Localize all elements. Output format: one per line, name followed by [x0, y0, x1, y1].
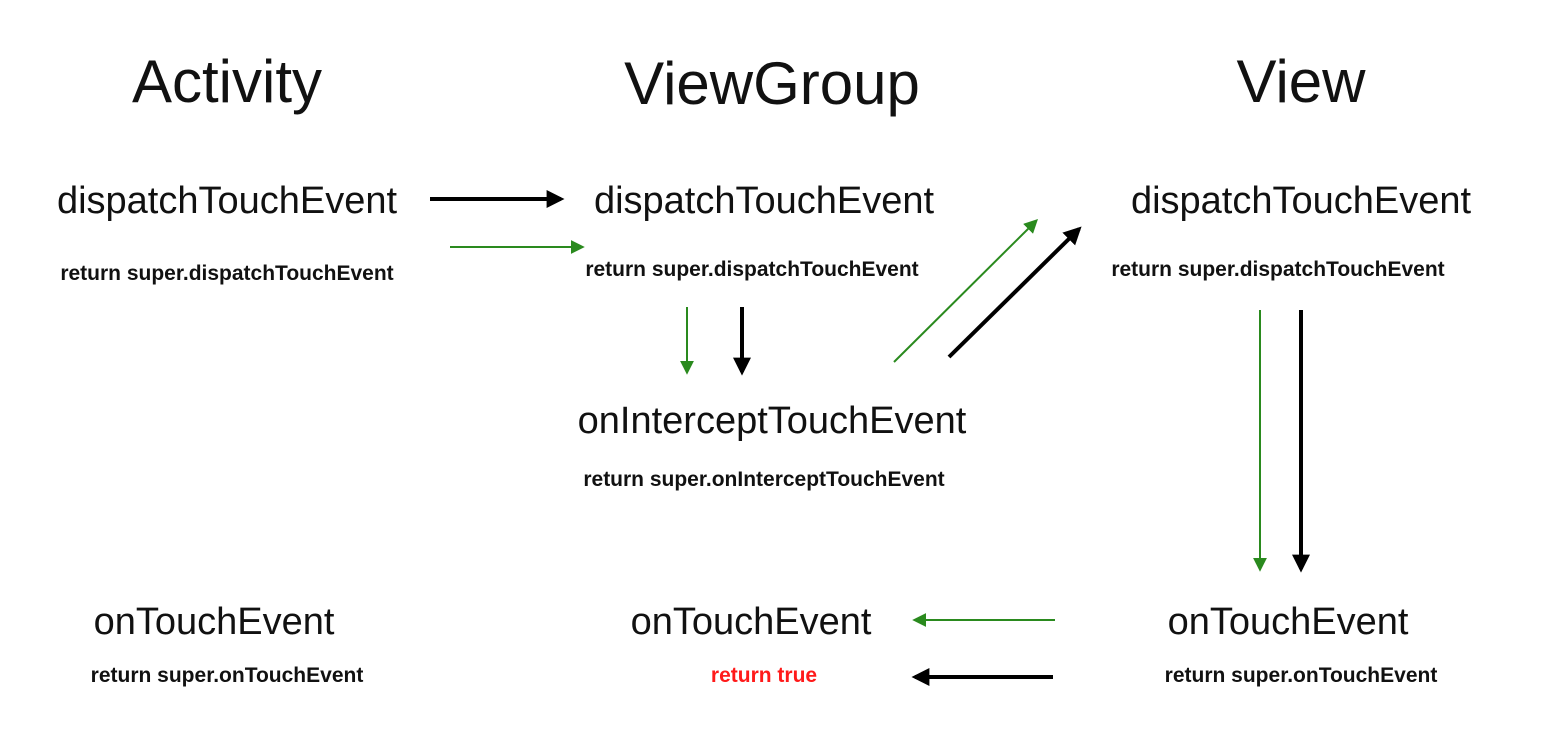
green-arrow-intercept-to-view-dispatch	[893, 219, 1038, 363]
activity-dispatch-return: return super.dispatchTouchEvent	[60, 262, 394, 285]
view-dispatch-touch-event: dispatchTouchEvent	[1130, 180, 1472, 222]
viewgroup-dispatch-touch-event: dispatchTouchEvent	[593, 180, 935, 222]
viewgroup-on-touch-return-true: return true	[710, 664, 818, 687]
viewgroup-on-touch-event: onTouchEvent	[630, 601, 872, 643]
activity-heading: Activity	[131, 48, 323, 115]
viewgroup-on-intercept-touch-event: onInterceptTouchEvent	[577, 400, 967, 442]
activity-on-touch-return: return super.onTouchEvent	[90, 664, 364, 687]
activity-on-touch-event: onTouchEvent	[93, 601, 335, 643]
viewgroup-dispatch-return: return super.dispatchTouchEvent	[585, 258, 919, 281]
view-dispatch-return: return super.dispatchTouchEvent	[1111, 258, 1445, 281]
view-on-touch-return: return super.onTouchEvent	[1164, 664, 1438, 687]
viewgroup-heading: ViewGroup	[624, 50, 920, 117]
viewgroup-intercept-return: return super.onInterceptTouchEvent	[583, 468, 945, 491]
view-heading: View	[1236, 48, 1366, 115]
black-arrow-intercept-to-view-dispatch	[947, 226, 1082, 359]
activity-dispatch-touch-event: dispatchTouchEvent	[56, 180, 398, 222]
view-on-touch-event: onTouchEvent	[1167, 601, 1409, 643]
